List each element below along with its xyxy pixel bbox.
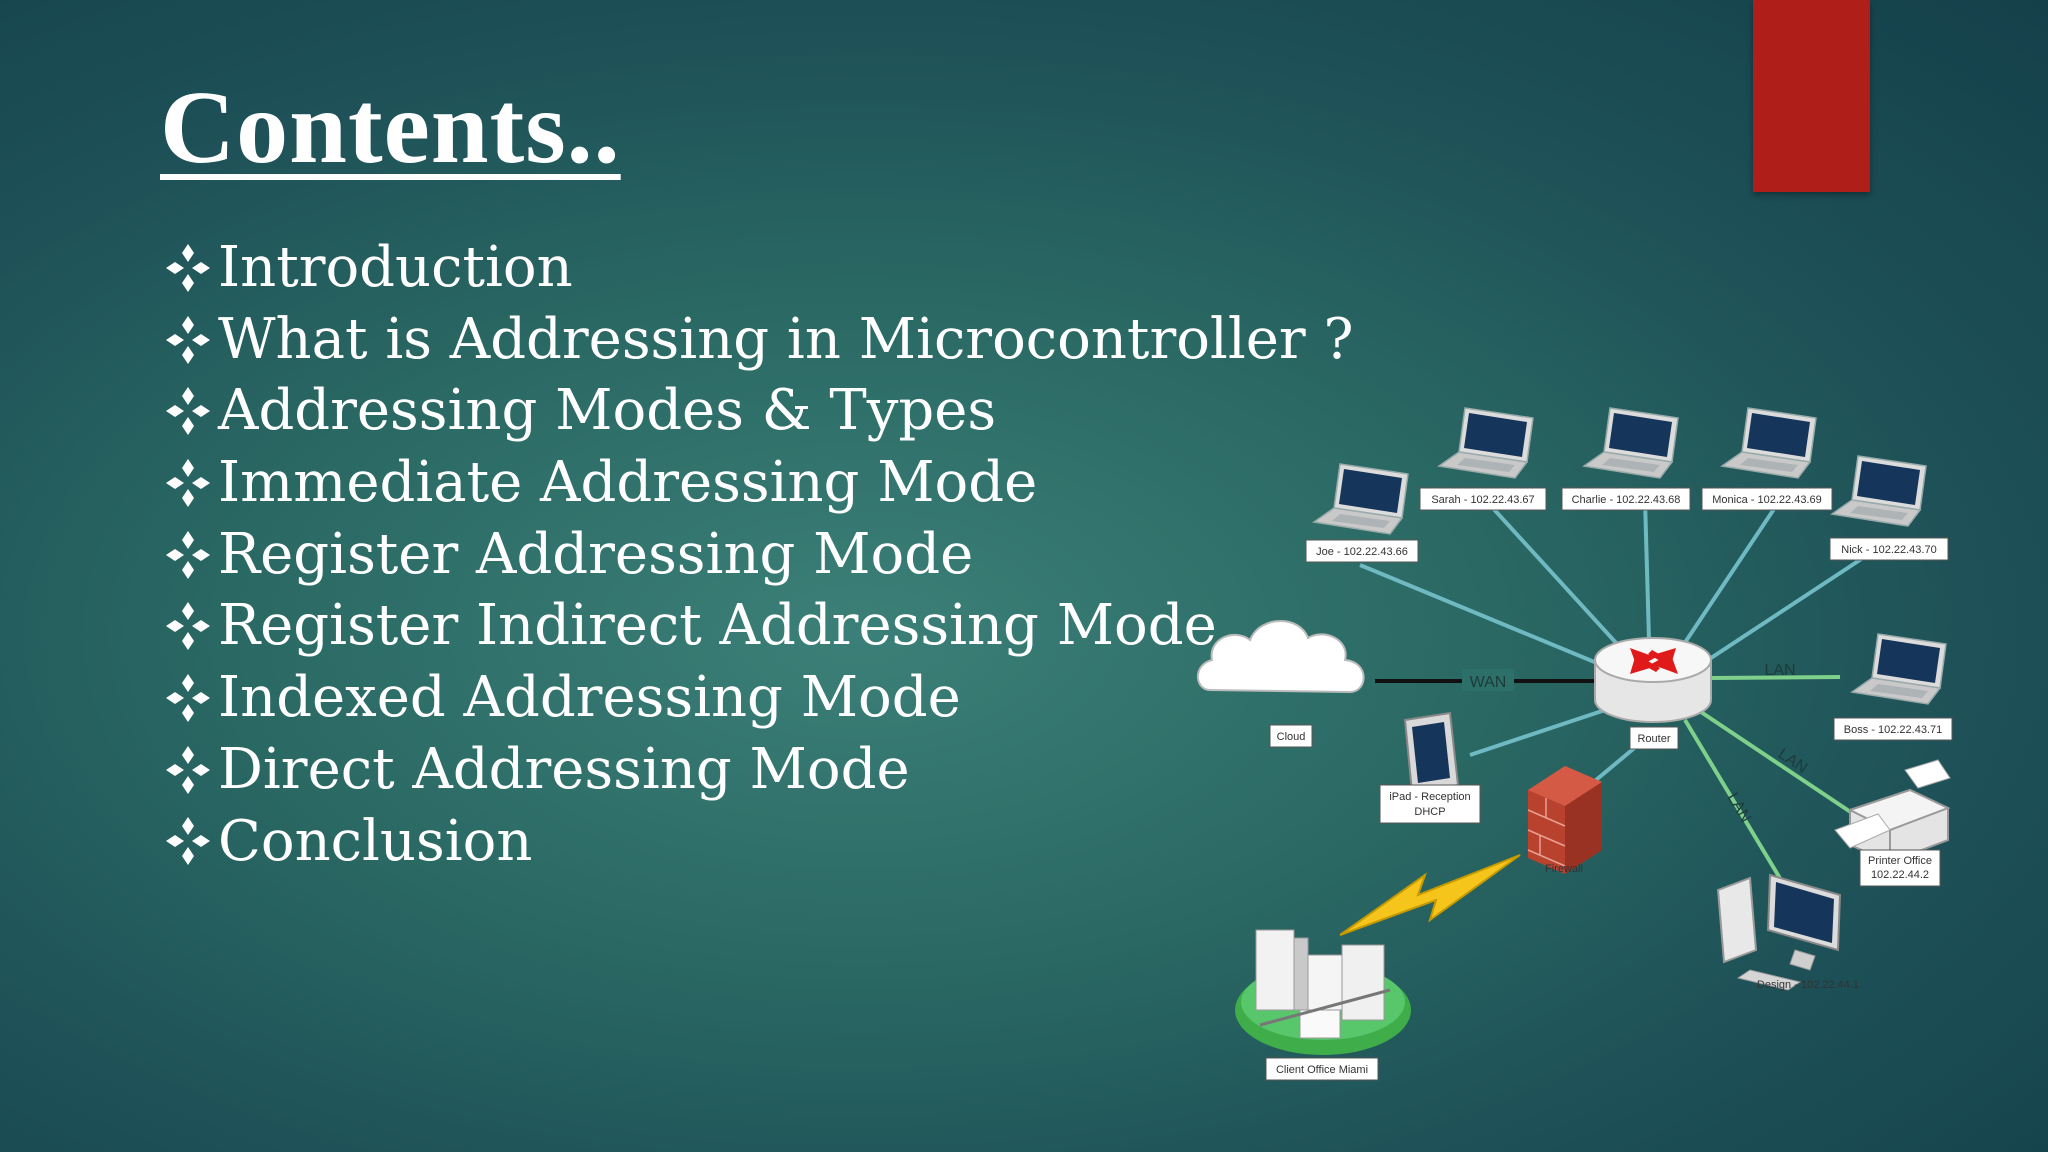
laptop-boss-icon xyxy=(1851,633,1947,705)
laptop-charlie-icon xyxy=(1583,407,1679,479)
link-ipad xyxy=(1469,703,1621,757)
label-cloud: Cloud xyxy=(1269,724,1313,748)
svg-text:Charlie - 102.22.43.68: Charlie - 102.22.43.68 xyxy=(1572,494,1681,506)
accent-bar xyxy=(1753,0,1870,192)
svg-text:102.22.44.2: 102.22.44.2 xyxy=(1871,869,1929,881)
printer-icon xyxy=(1834,759,1951,864)
four-diamond-bullet-icon xyxy=(160,240,216,296)
svg-text:Monica - 102.22.43.69: Monica - 102.22.43.69 xyxy=(1712,494,1821,506)
label-firewall: Firewall xyxy=(1545,863,1583,875)
firewall-icon xyxy=(1527,766,1602,874)
label-nick: Nick - 102.22.43.70 xyxy=(1829,537,1949,561)
label-charlie: Charlie - 102.22.43.68 xyxy=(1561,487,1691,511)
wan-label: WAN xyxy=(1470,674,1507,691)
four-diamond-bullet-icon xyxy=(160,312,216,368)
desktop-computer-icon xyxy=(1716,873,1842,991)
svg-text:Cloud: Cloud xyxy=(1277,731,1306,743)
label-router: Router xyxy=(1629,726,1679,750)
diagram-lan-links xyxy=(1683,675,1872,897)
contents-item-label: What is Addressing in Microcontroller ? xyxy=(218,306,1354,372)
contents-item-label: Direct Addressing Mode xyxy=(218,736,910,802)
link-boss xyxy=(1709,675,1841,680)
svg-text:Nick - 102.22.43.70: Nick - 102.22.43.70 xyxy=(1841,544,1936,556)
label-client-office: Client Office Miami xyxy=(1265,1057,1379,1081)
contents-item-label: Register Indirect Addressing Mode xyxy=(218,593,1217,659)
laptop-nick-icon xyxy=(1831,455,1927,527)
four-diamond-bullet-icon xyxy=(160,527,216,583)
svg-text:iPad - Reception: iPad - Reception xyxy=(1389,791,1470,803)
contents-item-addressing-modes-types: Addressing Modes & Types xyxy=(160,375,1353,447)
contents-item-introduction: Introduction xyxy=(160,232,1353,304)
router-icon xyxy=(1594,637,1712,723)
contents-item-register-indirect: Register Indirect Addressing Mode xyxy=(160,590,1353,662)
label-monica: Monica - 102.22.43.69 xyxy=(1701,487,1833,511)
network-diagram: WAN LAN LAN LAN Joe - 102.22.43.66 Sarah… xyxy=(1196,407,1953,1081)
svg-text:Printer Office: Printer Office xyxy=(1868,855,1932,867)
svg-text:Boss - 102.22.43.71: Boss - 102.22.43.71 xyxy=(1844,724,1942,736)
slide-title: Contents.. xyxy=(160,70,621,185)
label-joe: Joe - 102.22.43.66 xyxy=(1305,539,1419,563)
wan-label-bg xyxy=(1462,669,1514,691)
svg-text:Client Office Miami: Client Office Miami xyxy=(1276,1064,1368,1076)
contents-item-label: Register Addressing Mode xyxy=(218,521,974,587)
label-printer: Printer Office 102.22.44.2 xyxy=(1859,849,1941,887)
contents-item-label: Immediate Addressing Mode xyxy=(218,450,1038,516)
svg-text:DHCP: DHCP xyxy=(1414,806,1445,818)
svg-text:Router: Router xyxy=(1637,733,1670,745)
laptop-monica-icon xyxy=(1721,407,1817,479)
four-diamond-bullet-icon xyxy=(160,742,216,798)
four-diamond-bullet-icon xyxy=(160,670,216,726)
svg-text:Sarah - 102.22.43.67: Sarah - 102.22.43.67 xyxy=(1431,494,1534,506)
contents-item-register: Register Addressing Mode xyxy=(160,519,1353,591)
ipad-icon xyxy=(1403,711,1460,794)
cloud-icon xyxy=(1196,620,1365,694)
four-diamond-bullet-icon xyxy=(160,455,216,511)
label-ipad: iPad - Reception DHCP xyxy=(1379,784,1481,824)
contents-item-label: Introduction xyxy=(218,235,573,300)
link-printer xyxy=(1693,706,1872,827)
lan-label-design: LAN xyxy=(1724,790,1754,825)
contents-item-label: Indexed Addressing Mode xyxy=(218,665,961,731)
contents-item-immediate: Immediate Addressing Mode xyxy=(160,447,1353,519)
link-design xyxy=(1683,718,1792,897)
contents-item-conclusion: Conclusion xyxy=(160,806,1353,878)
laptop-joe-icon xyxy=(1313,463,1409,535)
label-boss: Boss - 102.22.43.71 xyxy=(1833,717,1953,741)
contents-item-indexed: Indexed Addressing Mode xyxy=(160,662,1353,734)
contents-item-label: Conclusion xyxy=(218,808,533,874)
svg-text:Joe - 102.22.43.66: Joe - 102.22.43.66 xyxy=(1316,546,1408,558)
contents-item-direct: Direct Addressing Mode xyxy=(160,734,1353,806)
contents-item-label: Addressing Modes & Types xyxy=(218,378,997,444)
lightning-icon xyxy=(1339,854,1521,936)
office-buildings-icon xyxy=(1235,929,1411,1055)
four-diamond-bullet-icon xyxy=(160,813,216,869)
lan-label-boss: LAN xyxy=(1764,662,1795,679)
label-sarah: Sarah - 102.22.43.67 xyxy=(1419,487,1547,511)
four-diamond-bullet-icon xyxy=(160,598,216,654)
four-diamond-bullet-icon xyxy=(160,383,216,439)
laptop-sarah-icon xyxy=(1438,407,1534,479)
contents-list: Introduction What is Addressing in Micro… xyxy=(160,232,1353,877)
contents-item-what-is-addressing: What is Addressing in Microcontroller ? xyxy=(160,304,1353,376)
label-design: Design - 102.22.44.1 xyxy=(1757,979,1859,991)
